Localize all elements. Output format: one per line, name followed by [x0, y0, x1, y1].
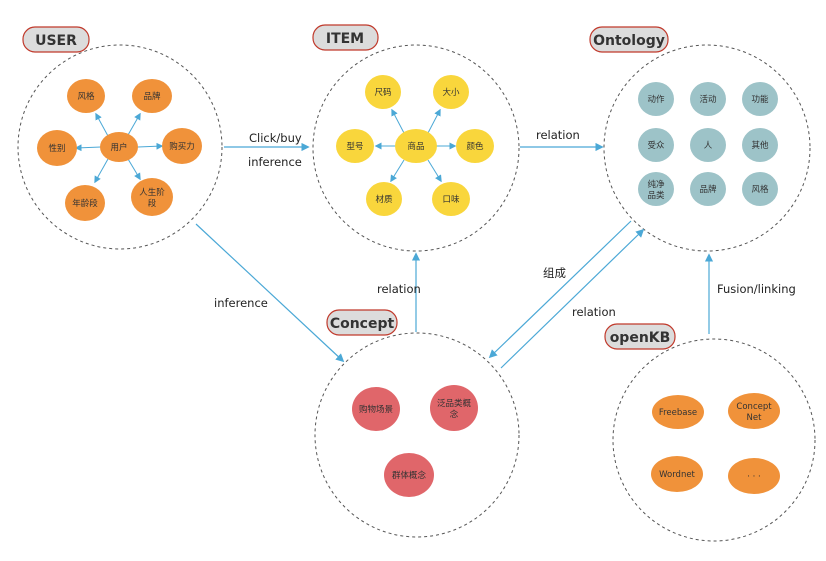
edge-label-relation-concept-item: relation	[377, 282, 421, 296]
user-arrow-rensheng	[127, 158, 141, 181]
user-arrow-pinpai	[127, 112, 141, 136]
ontology-node-fengge: 风格	[742, 172, 778, 206]
edge-ontology-to-concept	[488, 220, 632, 359]
edge-label-relation-item-ontology: relation	[536, 128, 580, 142]
ontology-node-pinpai: 品牌	[690, 172, 726, 206]
openkb-node-freebase: Freebase	[652, 395, 704, 429]
concept-title-badge: Concept	[326, 309, 398, 336]
svg-text:其他: 其他	[751, 140, 769, 151]
user-node-rensheng-label: 人生阶段	[139, 187, 165, 209]
svg-text:大小: 大小	[442, 87, 460, 98]
svg-text:商品: 商品	[407, 141, 424, 152]
ontology-title: Ontology	[593, 33, 665, 49]
ontology-node-dongzuo: 动作	[638, 82, 674, 116]
user-arrow-fengge	[95, 112, 109, 137]
edge-label-click-buy: Click/buy	[249, 131, 302, 145]
openkb-group-circle	[612, 338, 816, 542]
svg-text:购买力: 购买力	[169, 141, 195, 152]
svg-text:用户: 用户	[110, 142, 127, 153]
user-node-yonghu: 用户	[100, 132, 138, 162]
svg-text:活动: 活动	[699, 94, 717, 105]
item-arrow-caizhi	[390, 159, 405, 183]
edge-label-inference-top: inference	[248, 155, 302, 169]
user-group-circle	[17, 44, 223, 250]
user-node-xingbie: 性别	[37, 130, 77, 166]
item-node-yanse: 颜色	[456, 129, 494, 163]
concept-node-fanpinlei: 泛品类概念	[430, 385, 478, 431]
edge-user-to-concept	[195, 223, 345, 363]
ontology-group-circle	[603, 44, 811, 252]
openkb-node-more: · · ·	[728, 458, 780, 494]
edge-label-zucheng: 组成	[543, 266, 566, 280]
item-node-chima: 尺码	[365, 75, 401, 109]
svg-text:· · ·: · · ·	[747, 472, 761, 482]
item-arrow-daxiao	[427, 108, 441, 134]
svg-text:动作: 动作	[647, 94, 665, 105]
svg-text:风格: 风格	[77, 91, 95, 102]
item-node-shangpin: 商品	[395, 129, 437, 163]
openkb-node-wordnet: Wordnet	[651, 456, 703, 492]
user-arrow-goumaili	[137, 142, 164, 150]
user-node-goumaili: 购买力	[162, 128, 202, 164]
svg-text:型号: 型号	[346, 142, 363, 152]
user-node-fengge: 风格	[67, 79, 105, 113]
item-node-kouwei: 口味	[432, 182, 470, 216]
user-arrow-nianlingduan	[94, 158, 109, 184]
item-node-daxiao: 大小	[433, 75, 469, 109]
ontology-node-huodong: 活动	[690, 82, 726, 116]
item-title: ITEM	[326, 31, 364, 47]
item-title-badge: ITEM	[312, 24, 379, 51]
ontology-node-qita: 其他	[742, 128, 778, 162]
ontology-node-chunjing: 纯净品类	[638, 172, 674, 206]
svg-text:品牌: 品牌	[143, 91, 161, 102]
openkb-title: openKB	[610, 330, 671, 346]
svg-text:颜色: 颜色	[466, 141, 484, 152]
svg-text:年龄段: 年龄段	[72, 198, 98, 209]
edge-label-relation-ontology-concept: relation	[572, 305, 616, 319]
user-node-pinpai: 品牌	[132, 79, 172, 113]
svg-text:受众: 受众	[647, 140, 665, 151]
concept-node-fanpinlei-label: 泛品类概念	[437, 398, 472, 420]
svg-text:品牌: 品牌	[699, 184, 717, 195]
svg-text:群体概念: 群体概念	[392, 470, 427, 481]
ontology-node-chunjing-label: 纯净品类	[647, 179, 665, 201]
user-arrow-xingbie	[74, 144, 102, 152]
user-title: USER	[35, 33, 77, 49]
user-node-nianlingduan: 年龄段	[65, 185, 105, 221]
svg-text:性别: 性别	[48, 143, 65, 154]
svg-text:Wordnet: Wordnet	[659, 470, 695, 480]
svg-text:尺码: 尺码	[374, 88, 391, 98]
openkb-title-badge: openKB	[604, 323, 676, 350]
ontology-node-gongneng: 功能	[742, 82, 778, 116]
edge-concept-to-ontology	[500, 228, 645, 369]
item-group-circle	[312, 44, 520, 252]
item-node-caizhi: 材质	[366, 182, 402, 216]
svg-text:Freebase: Freebase	[659, 408, 697, 418]
concept-node-gouwuchangjing: 购物场景	[352, 387, 400, 431]
item-node-xinghao: 型号	[336, 129, 374, 163]
concept-title: Concept	[330, 316, 395, 332]
concept-group-circle	[314, 332, 520, 538]
item-arrow-kouwei	[427, 159, 442, 183]
ontology-node-shouzhong: 受众	[638, 128, 674, 162]
svg-text:功能: 功能	[751, 94, 769, 105]
svg-text:购物场景: 购物场景	[359, 404, 393, 415]
item-arrow-chima	[391, 108, 405, 134]
svg-text:风格: 风格	[751, 184, 769, 195]
edge-label-fusion-linking: Fusion/linking	[717, 282, 796, 296]
ontology-node-ren: 人	[690, 128, 726, 162]
svg-text:人: 人	[704, 141, 713, 151]
svg-text:材质: 材质	[375, 194, 393, 205]
svg-text:口味: 口味	[442, 194, 460, 205]
user-node-rensheng: 人生阶段	[131, 178, 173, 216]
edge-label-inference-user-concept: inference	[214, 296, 268, 310]
ontology-title-badge: Ontology	[589, 26, 669, 53]
concept-node-qunti: 群体概念	[384, 453, 434, 497]
user-title-badge: USER	[22, 26, 90, 53]
